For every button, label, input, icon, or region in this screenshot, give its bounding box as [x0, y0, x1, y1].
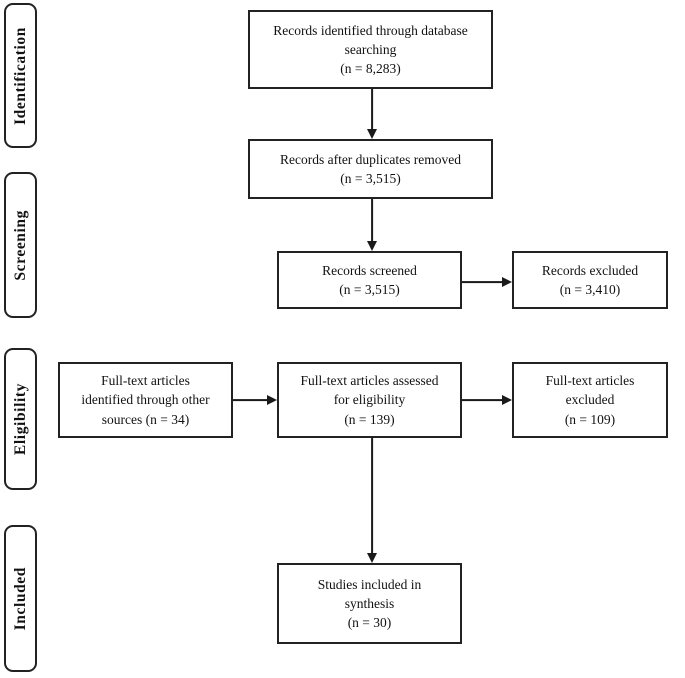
- stage-label-identification: Identification: [4, 3, 37, 148]
- node-records-screened-text: Records screened (n = 3,515): [322, 262, 417, 297]
- stage-label-included-text: Included: [11, 566, 29, 631]
- arrow-right-assessed-to-excluded: [462, 394, 512, 406]
- node-fulltext-assessed: Full-text articles assessed for eligibil…: [277, 362, 462, 438]
- arrow-right-sources-to-assessed: [233, 394, 277, 406]
- node-records-excluded: Records excluded (n = 3,410): [512, 251, 668, 309]
- stage-label-screening-text: Screening: [11, 209, 29, 281]
- stage-label-identification-text: Identification: [11, 26, 29, 125]
- stage-label-screening: Screening: [4, 172, 37, 318]
- node-records-identified-text: Records identified through database sear…: [273, 22, 468, 77]
- stage-label-included: Included: [4, 525, 37, 672]
- node-other-sources-text: Full-text articles identified through ot…: [81, 373, 210, 427]
- node-included-synthesis-text: Studies included in synthesis (n = 30): [317, 576, 422, 631]
- node-fulltext-excluded: Full-text articles excluded (n = 109): [512, 362, 668, 438]
- node-fulltext-assessed-text: Full-text articles assessed for eligibil…: [300, 373, 439, 427]
- node-records-excluded-text: Records excluded (n = 3,410): [541, 262, 639, 297]
- arrow-right-screened-to-excluded: [462, 276, 512, 288]
- node-fulltext-excluded-text: Full-text articles excluded (n = 109): [545, 373, 635, 427]
- node-duplicates-removed: Records after duplicates removed (n = 3,…: [248, 139, 493, 199]
- node-included-synthesis: Studies included in synthesis (n = 30): [277, 563, 462, 644]
- arrow-down-duplicates-to-screened: [366, 199, 378, 251]
- node-other-sources: Full-text articles identified through ot…: [58, 362, 233, 438]
- stage-label-eligibility-text: Eligibility: [11, 382, 29, 456]
- stage-label-eligibility: Eligibility: [4, 348, 37, 490]
- node-records-identified: Records identified through database sear…: [248, 10, 493, 89]
- arrow-down-identified-to-duplicates: [366, 89, 378, 139]
- node-records-screened: Records screened (n = 3,515): [277, 251, 462, 309]
- arrow-down-assessed-to-included: [366, 438, 378, 563]
- node-duplicates-removed-text: Records after duplicates removed (n = 3,…: [279, 151, 462, 186]
